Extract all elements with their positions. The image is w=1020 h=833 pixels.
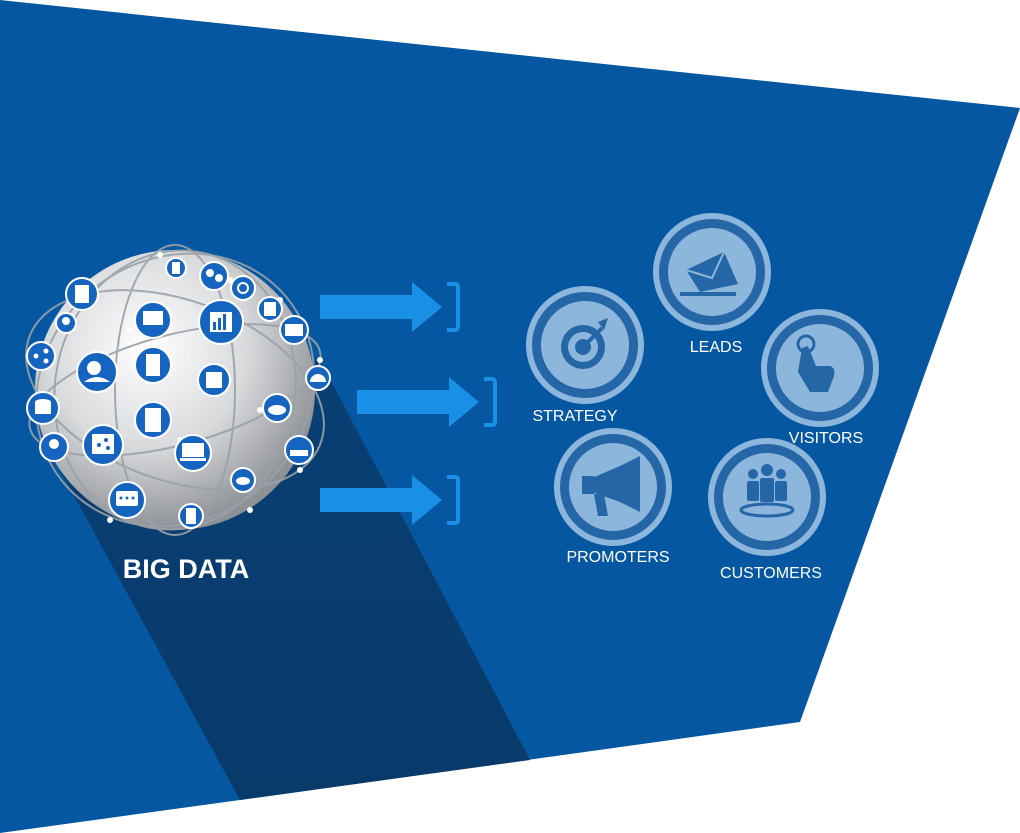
location-pin-icon — [55, 312, 77, 334]
monitor-icon — [134, 301, 172, 339]
document-icon — [65, 277, 99, 311]
headset-icon — [230, 275, 256, 301]
outcome-label-promoters: PROMOTERS — [566, 549, 669, 566]
mobile-icon — [165, 257, 187, 279]
gauge-icon — [305, 365, 331, 391]
users-icon — [199, 261, 229, 291]
router-icon — [284, 435, 314, 465]
server-icon — [257, 296, 283, 322]
smartphone-icon — [178, 503, 204, 529]
cloud-sync-icon — [230, 467, 256, 493]
outcome-label-leads: LEADS — [690, 339, 742, 356]
database-icon — [26, 391, 60, 425]
megaphone-icon — [582, 456, 640, 516]
big-data-label: BIG DATA — [123, 554, 249, 584]
laptop-icon — [174, 434, 212, 472]
outcome-label-customers: CUSTOMERS — [720, 565, 822, 582]
chat-icon — [108, 481, 146, 519]
user-badge-icon — [39, 432, 69, 462]
server-rack-icon — [197, 363, 231, 397]
bar-chart-icon — [198, 299, 244, 345]
outcome-label-visitors: VISITORS — [789, 430, 863, 447]
tablet-icon — [134, 401, 172, 439]
flow-arrows — [320, 282, 497, 525]
target-icon — [561, 318, 608, 369]
big-data-globe — [25, 244, 331, 536]
globe-icons — [26, 257, 331, 529]
scatter-chart-icon — [82, 424, 124, 466]
people-group-icon — [739, 464, 795, 518]
arrow-middle — [357, 377, 497, 427]
envelope-icon — [680, 251, 738, 296]
arrow-top — [320, 282, 460, 332]
cloud-icon — [262, 393, 292, 423]
phone-icon — [134, 346, 172, 384]
mail-icon — [279, 315, 309, 345]
outcome-customers: CUSTOMERS — [708, 438, 826, 582]
outcome-visitors: VISITORS — [761, 309, 879, 447]
outcome-leads: LEADS — [653, 213, 771, 356]
arrow-bottom — [320, 475, 460, 525]
outcome-strategy: STRATEGY — [526, 286, 644, 425]
share-icon — [26, 341, 56, 371]
outcome-label-strategy: STRATEGY — [532, 408, 617, 425]
outcome-promoters: PROMOTERS — [554, 428, 672, 566]
pointer-hand-icon — [796, 334, 835, 392]
person-icon — [76, 351, 118, 393]
